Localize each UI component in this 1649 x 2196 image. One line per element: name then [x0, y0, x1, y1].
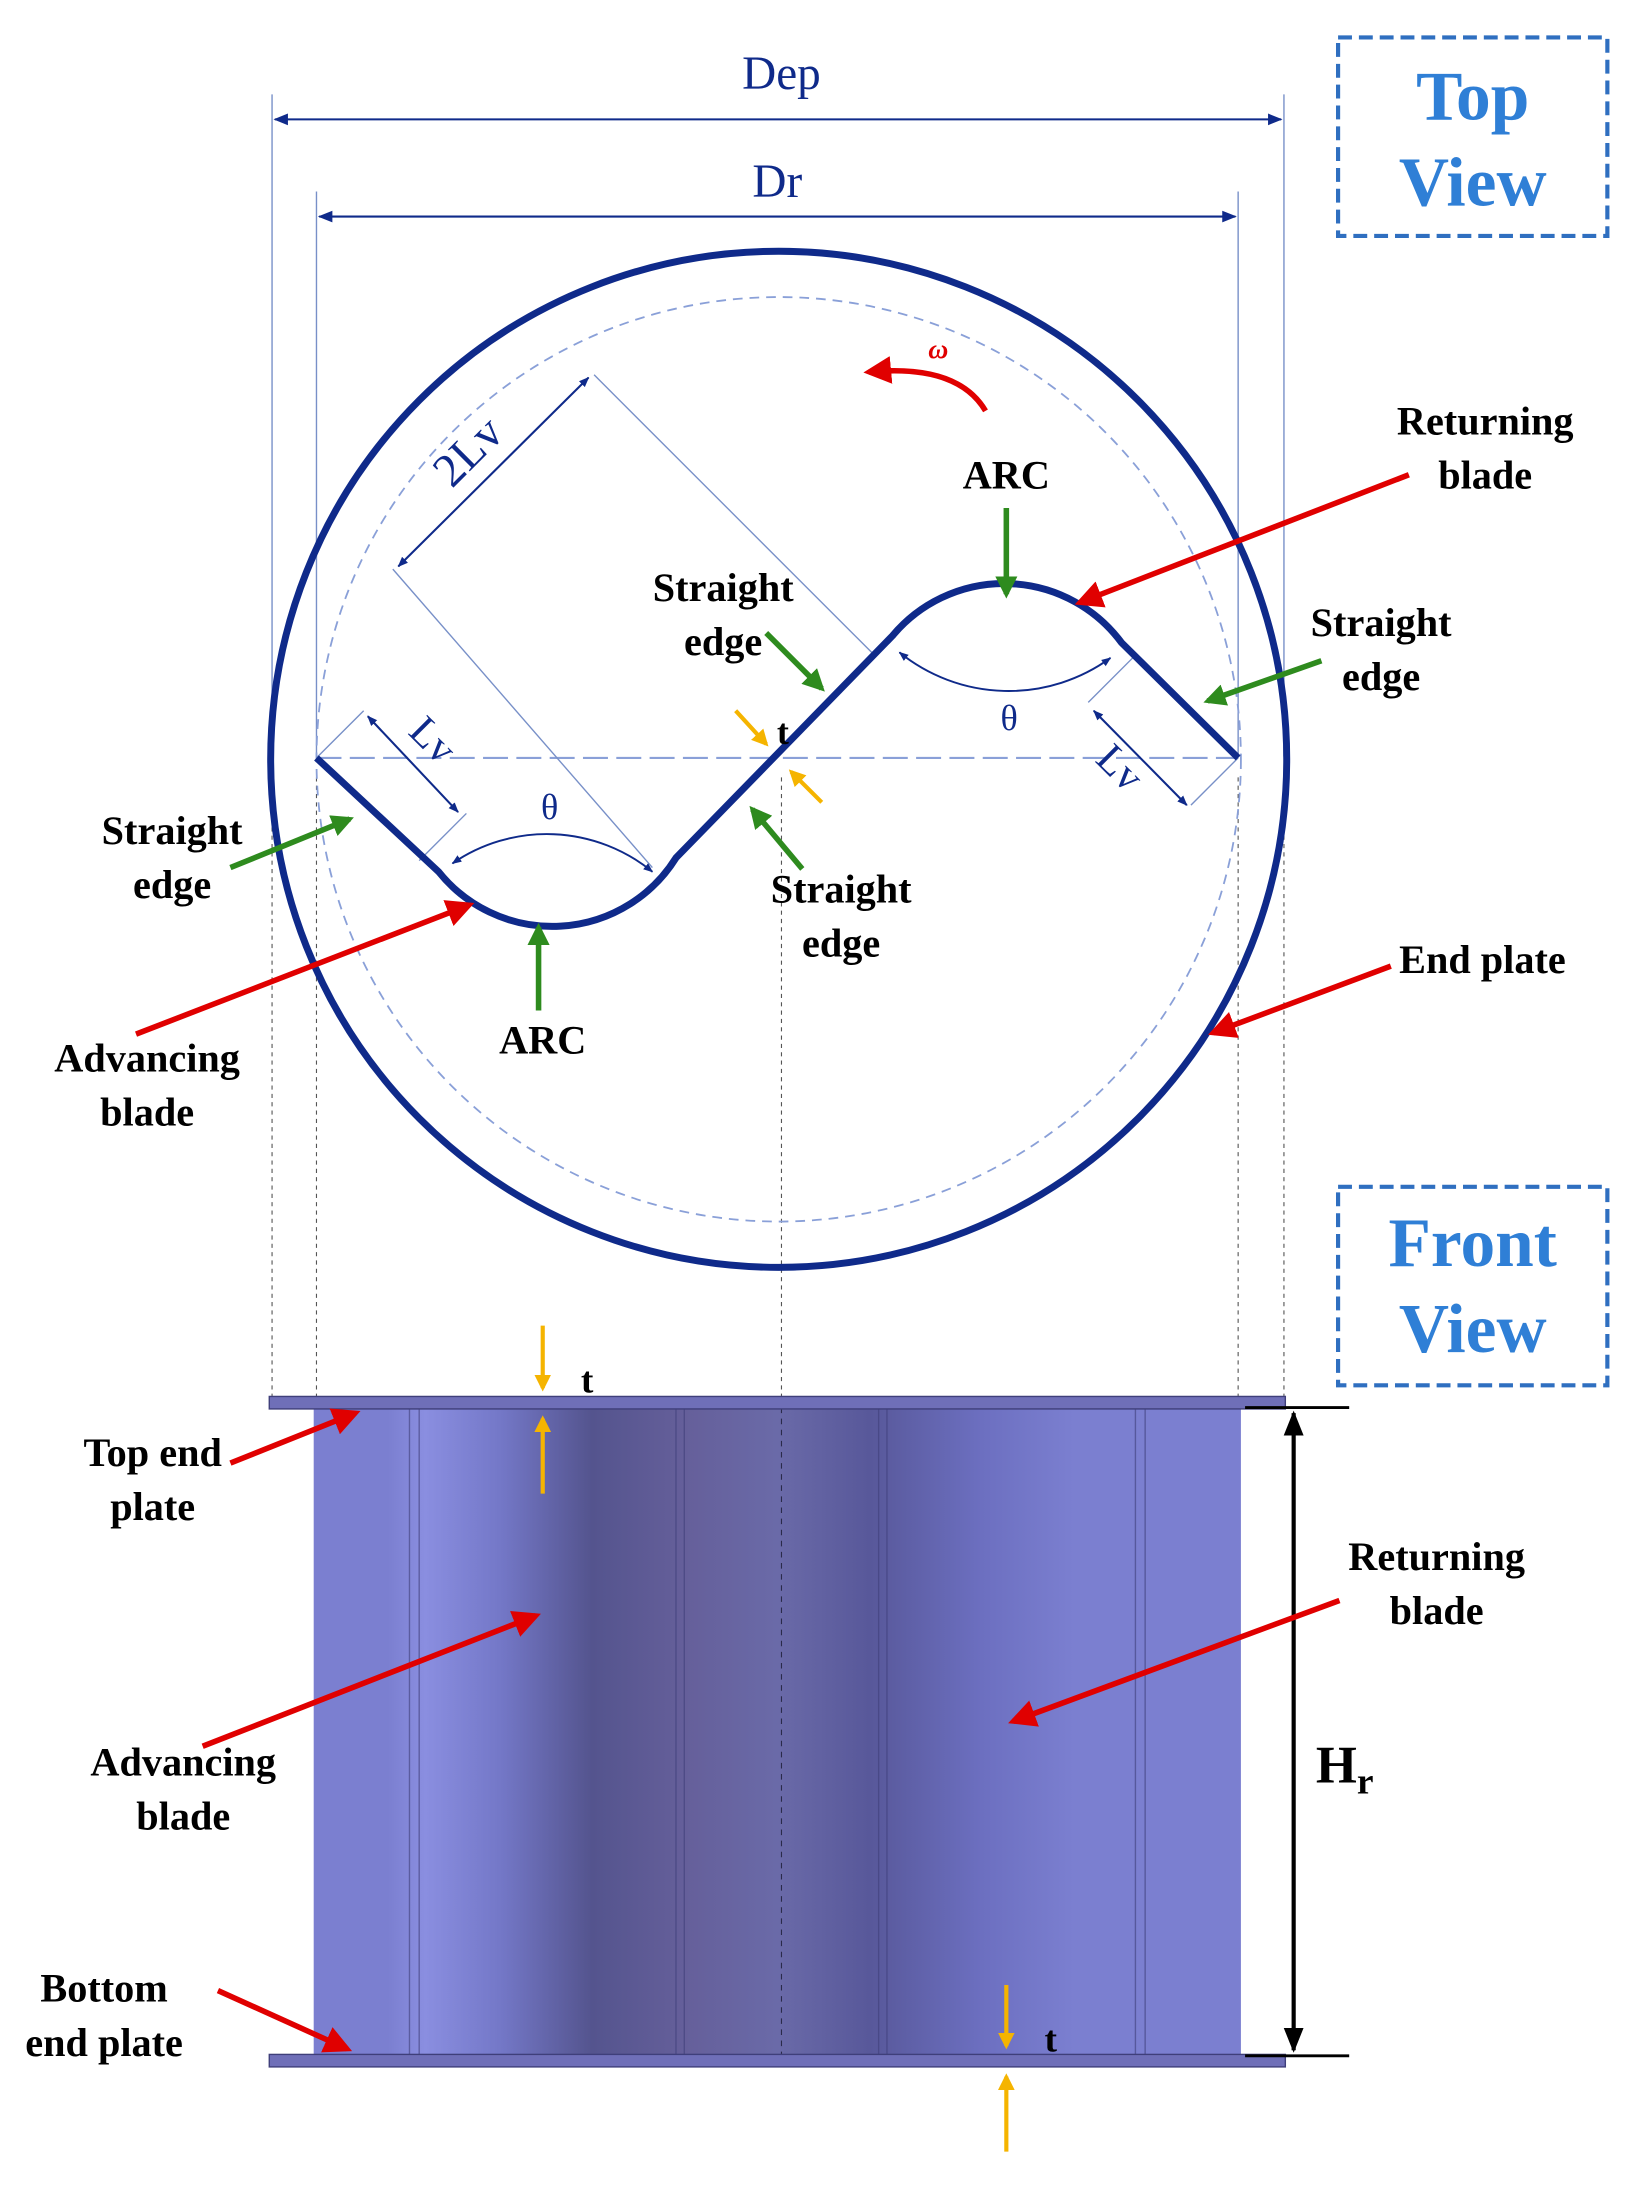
dep-label: Dep — [742, 48, 821, 100]
theta-left-label: θ — [541, 787, 558, 827]
straight-edge-right-pointer — [1203, 658, 1323, 706]
bottom-end-plate — [268, 2053, 1287, 2068]
straight-edge-lower-pointer — [749, 805, 805, 871]
omega-label: ω — [928, 334, 948, 365]
end-plate-pointer — [1207, 963, 1392, 1038]
front-returning-blade-label-line1: Returning — [1348, 1534, 1525, 1579]
theta-right-arc — [898, 651, 1112, 692]
theta-right-label: θ — [1000, 698, 1017, 738]
returning-blade-label-line2: blade — [1438, 453, 1532, 498]
t-top-label: t — [581, 1360, 594, 1401]
straight-edge-left-pointer — [229, 815, 354, 871]
advancing-blade-label-line1: Advancing — [54, 1036, 240, 1081]
top-view-title-line1: Top — [1416, 58, 1529, 135]
returning-blade-label-line1: Returning — [1397, 398, 1574, 443]
two-lv-construction — [392, 374, 873, 869]
front-view-title-line1: Front — [1389, 1205, 1557, 1282]
hr-label: Hr — [1316, 1736, 1374, 1802]
t-center-label: t — [777, 712, 789, 752]
straight-edge-right-label-line2: edge — [1342, 654, 1420, 699]
front-returning-blade-pointer — [1008, 1597, 1341, 1727]
hr-label-sub: r — [1357, 1761, 1374, 1802]
straight-edge-center-label-line1: Straight — [653, 565, 794, 610]
dr-label: Dr — [752, 156, 802, 208]
rotor-body — [313, 1407, 1241, 2056]
front-view-title-box — [1335, 1184, 1610, 1388]
top-end-plate-label-line1: Top end — [84, 1430, 222, 1475]
straight-edge-left-label-line1: Straight — [102, 808, 243, 853]
lv-right-label: Lv — [1087, 736, 1152, 801]
top-end-plate-pointer — [229, 1408, 361, 1466]
lv-left-dimension-line — [367, 715, 459, 813]
top-end-plate — [268, 1395, 1287, 1410]
lv-right-construction — [1087, 654, 1239, 806]
straight-edge-lower-label-line2: edge — [802, 920, 880, 965]
front-advancing-blade-label-line1: Advancing — [90, 1739, 276, 1784]
front-returning-blade-label-line2: blade — [1390, 1588, 1484, 1633]
arc-bottom-label: ARC — [499, 1018, 586, 1063]
returning-blade-pointer — [1074, 472, 1410, 608]
end-plate-label: End plate — [1399, 937, 1566, 982]
top-view: Dep Dr 2Lv Lv Lv — [54, 35, 1610, 1400]
top-end-plate-label-line2: plate — [110, 1484, 195, 1529]
advancing-blade-pointer — [135, 900, 475, 1037]
straight-edge-lower-label-line1: Straight — [771, 866, 912, 911]
straight-edge-right-label-line1: Straight — [1311, 600, 1452, 645]
front-advancing-blade-pointer — [201, 1610, 541, 1749]
front-view: t t Hr Front View Top end plate Returnin… — [25, 1184, 1610, 2152]
end-plate-circle — [267, 247, 1291, 1271]
t-bottom-label: t — [1045, 2020, 1058, 2061]
straight-edge-left-label-line2: edge — [133, 862, 211, 907]
extension-lines — [271, 94, 1285, 757]
bottom-end-plate-label-line1: Bottom — [40, 1966, 167, 2011]
straight-edge-center-label-line2: edge — [684, 619, 762, 664]
lv-left-construction — [315, 710, 467, 862]
lv-left-label: Lv — [400, 708, 465, 773]
omega-rotation-arrow — [863, 356, 988, 413]
front-view-title-line2: View — [1399, 1291, 1547, 1368]
bottom-end-plate-pointer — [216, 1988, 353, 2053]
top-view-title-line2: View — [1399, 144, 1547, 221]
top-view-title-box — [1335, 35, 1610, 239]
projection-lines — [271, 777, 1285, 1400]
t-center-arrow-upper — [734, 709, 769, 747]
lv-right-dimension-line — [1093, 709, 1188, 806]
front-advancing-blade-label-line2: blade — [136, 1794, 230, 1839]
hr-label-main: H — [1316, 1736, 1357, 1794]
theta-left-arc — [451, 833, 654, 873]
blade-profile — [314, 580, 1241, 930]
straight-edge-center-pointer — [764, 631, 825, 692]
t-center-arrow-lower — [788, 769, 824, 804]
two-lv-label: 2Lv — [423, 406, 514, 497]
two-lv-dimension-line — [397, 376, 590, 568]
bottom-end-plate-label-line2: end plate — [25, 2020, 183, 2065]
advancing-blade-label-line2: blade — [100, 1090, 194, 1135]
arc-top-label: ARC — [963, 453, 1050, 498]
rotor-edge-lines — [408, 1407, 1146, 2056]
